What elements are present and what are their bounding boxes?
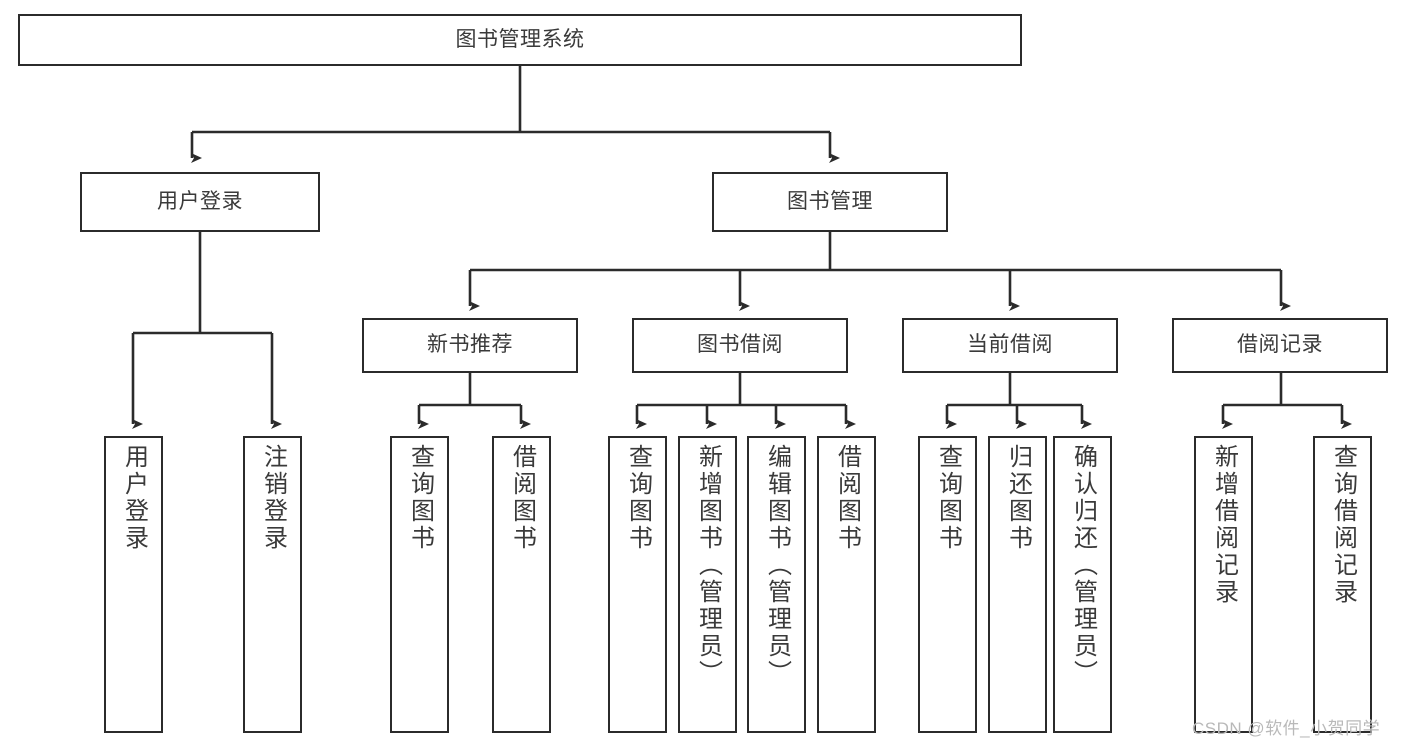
leaf-current-borrow-confirm-return-admin[interactable]: 确认归还（管理员） xyxy=(1053,436,1112,733)
node-new-book-recommend[interactable]: 新书推荐 xyxy=(362,318,578,373)
node-label: 新书推荐 xyxy=(427,333,513,357)
node-label: 查询图书 xyxy=(406,444,434,552)
leaf-borrow-record-add-record[interactable]: 新增借阅记录 xyxy=(1194,436,1253,733)
leaf-book-borrow-borrow-book[interactable]: 借阅图书 xyxy=(817,436,876,733)
node-label: 归还图书 xyxy=(1004,444,1032,552)
node-root-system[interactable]: 图书管理系统 xyxy=(18,14,1022,66)
node-label: 借阅记录 xyxy=(1237,333,1323,357)
node-user-login[interactable]: 用户登录 xyxy=(80,172,320,232)
node-label: 注销登录 xyxy=(259,444,287,552)
leaf-user-login-logout[interactable]: 注销登录 xyxy=(243,436,302,733)
node-label: 查询借阅记录 xyxy=(1329,444,1357,606)
node-current-borrow[interactable]: 当前借阅 xyxy=(902,318,1118,373)
node-book-borrow[interactable]: 图书借阅 xyxy=(632,318,848,373)
leaf-user-login-login[interactable]: 用户登录 xyxy=(104,436,163,733)
node-label: 新增图书（管理员） xyxy=(694,444,722,687)
leaf-book-borrow-add-book-admin[interactable]: 新增图书（管理员） xyxy=(678,436,737,733)
leaf-current-borrow-query-book[interactable]: 查询图书 xyxy=(918,436,977,733)
node-label: 借阅图书 xyxy=(833,444,861,552)
leaf-borrow-record-query-record[interactable]: 查询借阅记录 xyxy=(1313,436,1372,733)
leaf-new-book-query-book[interactable]: 查询图书 xyxy=(390,436,449,733)
node-label: 当前借阅 xyxy=(967,333,1053,357)
leaf-current-borrow-return-book[interactable]: 归还图书 xyxy=(988,436,1047,733)
node-label: 新增借阅记录 xyxy=(1210,444,1238,606)
node-label: 用户登录 xyxy=(120,444,148,552)
node-label: 编辑图书（管理员） xyxy=(763,444,791,687)
node-label: 确认归还（管理员） xyxy=(1069,444,1097,687)
node-label: 用户登录 xyxy=(157,189,243,213)
node-label: 查询图书 xyxy=(624,444,652,552)
leaf-book-borrow-query-book[interactable]: 查询图书 xyxy=(608,436,667,733)
node-borrow-record[interactable]: 借阅记录 xyxy=(1172,318,1388,373)
node-label: 查询图书 xyxy=(934,444,962,552)
node-book-management[interactable]: 图书管理 xyxy=(712,172,948,232)
node-label: 图书借阅 xyxy=(697,333,783,357)
node-label: 图书管理 xyxy=(787,189,873,213)
csdn-watermark: CSDN @软件_小贺同学 xyxy=(1192,719,1381,738)
leaf-book-borrow-edit-book-admin[interactable]: 编辑图书（管理员） xyxy=(747,436,806,733)
leaf-new-book-borrow-book[interactable]: 借阅图书 xyxy=(492,436,551,733)
node-label: 借阅图书 xyxy=(508,444,536,552)
node-label: 图书管理系统 xyxy=(455,27,585,51)
